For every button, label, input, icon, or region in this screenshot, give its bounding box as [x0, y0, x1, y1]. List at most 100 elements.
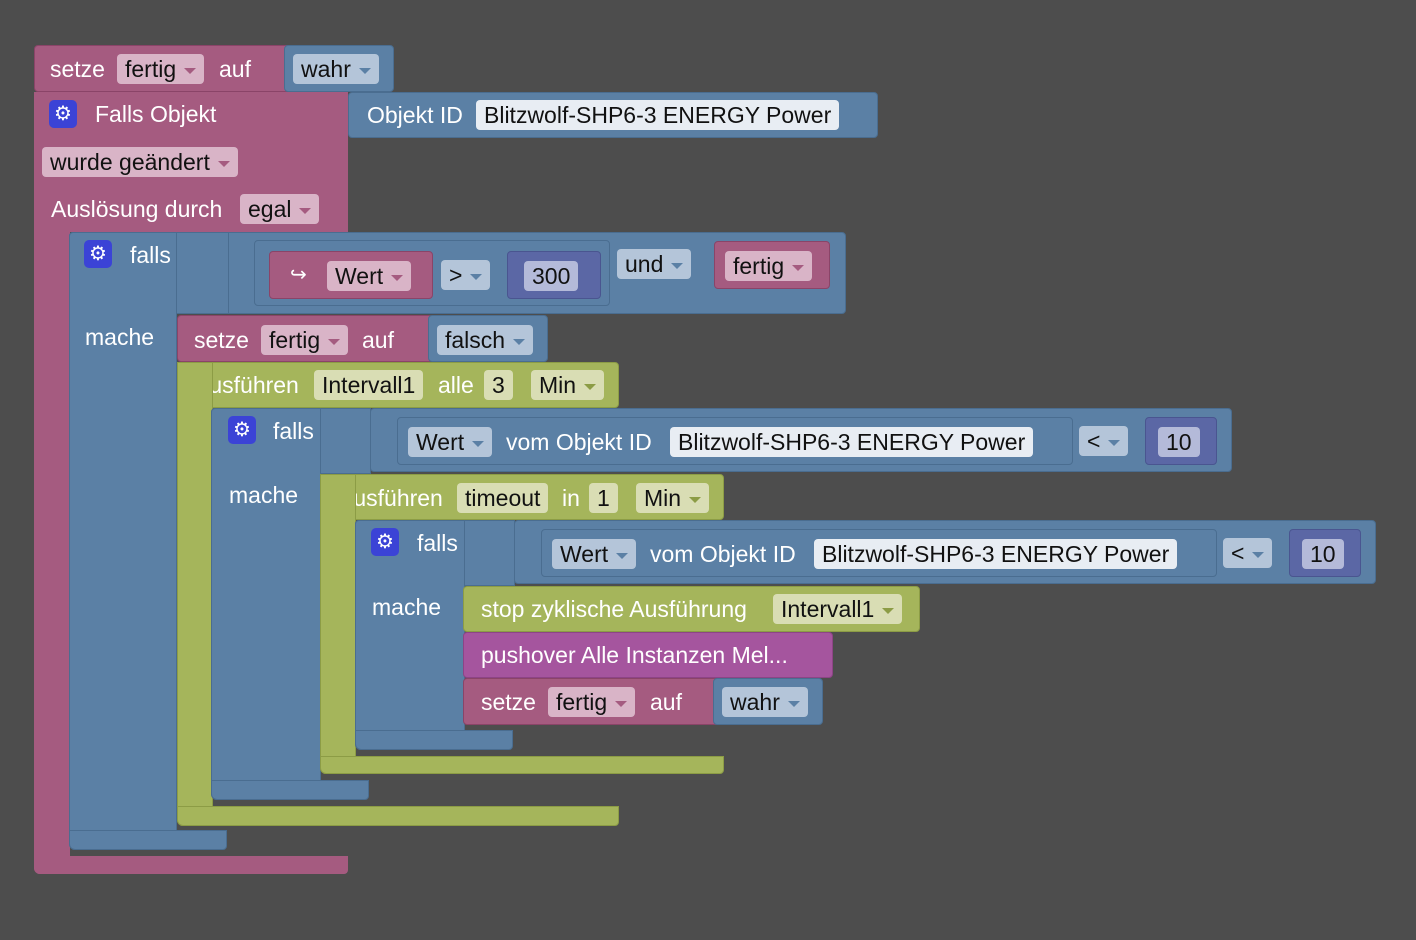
stop-label: stop zyklische Ausführung: [481, 596, 747, 622]
compare-block[interactable]: Wert vom Objekt ID Blitzwolf-SHP6-3 ENER…: [514, 520, 1376, 584]
variable-name: fertig: [733, 253, 785, 279]
pushover-block[interactable]: pushover Alle Instanzen Mel...: [463, 632, 833, 678]
attribute-name: Wert: [416, 429, 465, 455]
variable-get-block[interactable]: fertig: [714, 241, 830, 289]
operator-dropdown[interactable]: >: [441, 260, 491, 290]
trigger-mode-dropdown[interactable]: wurde geändert: [42, 147, 238, 177]
chevron-down-icon: [217, 160, 230, 167]
timeout-block-bottom: [320, 756, 724, 774]
boolean-value-block[interactable]: wahr: [713, 678, 823, 725]
boolean-value-block[interactable]: wahr: [284, 45, 394, 92]
attribute-name: Wert: [560, 541, 609, 567]
boolean-dropdown[interactable]: wahr: [293, 54, 379, 84]
attribute-dropdown[interactable]: Wert: [552, 539, 637, 569]
gear-icon[interactable]: ⚙: [371, 528, 399, 556]
if-label: falls: [417, 530, 458, 556]
variable-name: fertig: [556, 689, 608, 715]
if-block-arm: [211, 408, 321, 800]
to-label: auf: [362, 327, 394, 353]
number-field[interactable]: 10: [1302, 539, 1344, 569]
logic-operator-dropdown[interactable]: und: [617, 249, 692, 279]
if-block-bottom: [355, 730, 513, 750]
object-id-label: Objekt ID: [367, 102, 463, 128]
chevron-down-icon: [787, 700, 800, 707]
variable-name: Wert: [335, 263, 384, 289]
trigger-block-bottom: [34, 856, 348, 874]
trigger-block-arm: [34, 92, 70, 874]
timeout-value-field[interactable]: 1: [589, 483, 618, 513]
logic-operator: und: [625, 251, 664, 277]
if-block-arm: [69, 232, 177, 850]
set-variable-block[interactable]: setze fertig auf: [177, 315, 433, 362]
chevron-down-icon: [792, 264, 805, 271]
interval-unit-dropdown[interactable]: Min: [531, 370, 605, 400]
chevron-down-icon: [615, 700, 628, 707]
number-field[interactable]: 10: [1158, 427, 1200, 457]
timeout-block[interactable]: Ausführen timeout in 1 Min: [320, 474, 724, 520]
variable-dropdown[interactable]: fertig: [117, 54, 205, 84]
attribute-dropdown[interactable]: Wert: [408, 427, 493, 457]
interval-name-dropdown[interactable]: Intervall1: [773, 594, 903, 624]
variable-get-block[interactable]: ↪ Wert: [269, 251, 433, 299]
number-block[interactable]: 300: [507, 251, 601, 299]
number-block[interactable]: 10: [1289, 529, 1361, 577]
object-value-block[interactable]: Wert vom Objekt ID Blitzwolf-SHP6-3 ENER…: [397, 417, 1073, 465]
chevron-down-icon: [472, 440, 485, 447]
do-label: mache: [229, 482, 299, 508]
set-variable-block[interactable]: setze fertig auf: [34, 45, 290, 92]
triggered-by-dropdown[interactable]: egal: [240, 194, 320, 224]
object-id-field[interactable]: Blitzwolf-SHP6-3 ENERGY Power: [814, 539, 1178, 569]
variable-dropdown[interactable]: fertig: [261, 325, 349, 355]
variable-dropdown[interactable]: fertig: [725, 251, 813, 281]
operator: <: [1087, 428, 1101, 454]
interval-block-bottom: [177, 806, 619, 826]
chevron-down-icon: [1252, 551, 1265, 558]
gear-icon[interactable]: ⚙: [228, 416, 256, 444]
interval-name: Intervall1: [781, 596, 875, 622]
chevron-down-icon: [184, 67, 197, 74]
gear-icon[interactable]: ⚙: [49, 100, 77, 128]
timeout-unit-dropdown[interactable]: Min: [636, 483, 710, 513]
compare-block[interactable]: ↪ Wert > 300: [254, 240, 610, 306]
boolean-value-block[interactable]: falsch: [428, 315, 548, 362]
of-object-label: vom Objekt ID: [650, 541, 796, 567]
compare-block[interactable]: Wert vom Objekt ID Blitzwolf-SHP6-3 ENER…: [370, 408, 1232, 472]
set-variable-block[interactable]: setze fertig auf: [463, 678, 719, 725]
boolean-dropdown[interactable]: falsch: [437, 325, 534, 355]
timeout-unit: Min: [644, 485, 682, 511]
operator: >: [449, 262, 463, 288]
boolean-value: wahr: [301, 56, 351, 82]
object-id-field[interactable]: Blitzwolf-SHP6-3 ENERGY Power: [476, 100, 840, 130]
triggered-by-label: Auslösung durch: [51, 196, 223, 222]
set-label: setze: [481, 689, 536, 715]
object-value-block[interactable]: Wert vom Objekt ID Blitzwolf-SHP6-3 ENER…: [541, 529, 1217, 577]
variable-name: fertig: [125, 56, 177, 82]
chevron-down-icon: [1108, 439, 1121, 446]
stop-interval-block[interactable]: stop zyklische Ausführung Intervall1: [463, 586, 920, 632]
number-block[interactable]: 10: [1145, 417, 1217, 465]
interval-block[interactable]: Ausführen Intervall1 alle 3 Min: [177, 362, 619, 408]
timeout-block-arm: [320, 474, 356, 774]
gear-icon[interactable]: ⚙: [84, 240, 112, 268]
boolean-value: wahr: [730, 689, 780, 715]
object-id-field[interactable]: Blitzwolf-SHP6-3 ENERGY Power: [670, 427, 1034, 457]
boolean-dropdown[interactable]: wahr: [722, 687, 808, 717]
if-block-bottom: [211, 780, 369, 800]
variable-dropdown[interactable]: fertig: [548, 687, 636, 717]
interval-value-field[interactable]: 3: [484, 370, 513, 400]
variable-dropdown[interactable]: Wert: [327, 261, 412, 291]
triggered-by-value: egal: [248, 196, 292, 222]
operator-dropdown[interactable]: <: [1223, 538, 1273, 568]
if-block-arm: [355, 520, 465, 750]
timeout-name-field[interactable]: timeout: [457, 483, 549, 513]
chevron-down-icon: [513, 338, 526, 345]
operator-dropdown[interactable]: <: [1079, 426, 1129, 456]
trigger-mode: wurde geändert: [50, 149, 210, 175]
number-field[interactable]: 300: [524, 261, 579, 291]
object-id-block[interactable]: Objekt ID Blitzwolf-SHP6-3 ENERGY Power: [348, 92, 878, 138]
interval-name-field[interactable]: Intervall1: [314, 370, 424, 400]
operator: <: [1231, 540, 1245, 566]
if-label: falls: [130, 242, 171, 268]
variable-name: fertig: [269, 327, 321, 353]
in-label: in: [562, 485, 580, 511]
